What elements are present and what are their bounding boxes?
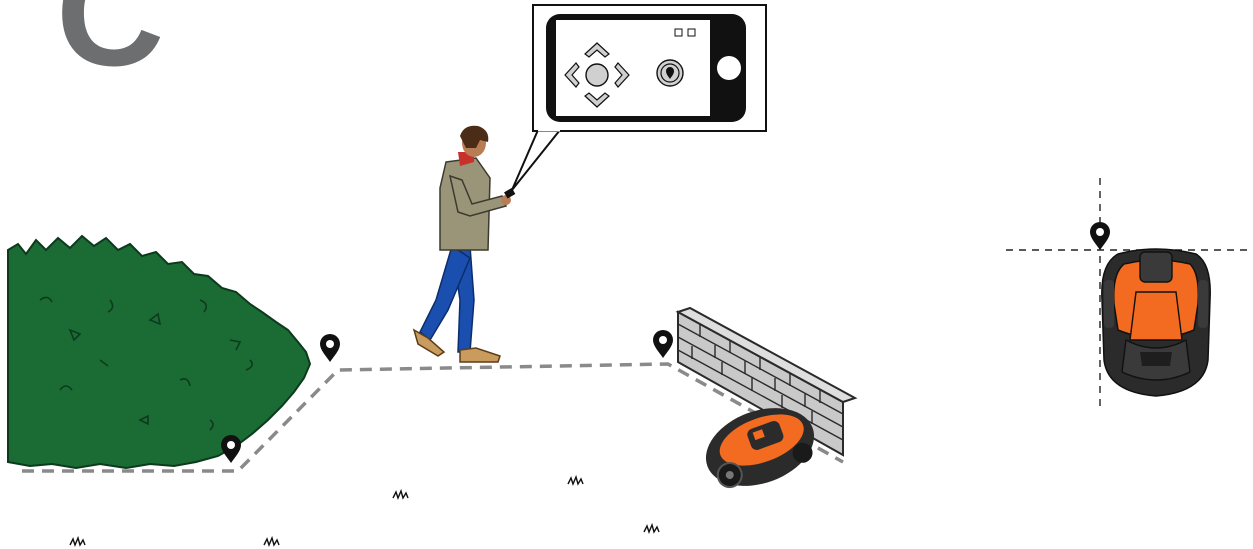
phone-callout	[511, 4, 767, 191]
down-arrow-icon	[584, 92, 610, 108]
section-letter: C	[56, 0, 165, 97]
hedge-body	[7, 234, 312, 470]
hedge	[7, 234, 312, 470]
center-button	[585, 63, 609, 87]
phone-home-button	[717, 56, 741, 80]
pin-button-icon	[656, 59, 684, 87]
person-with-phone	[412, 125, 516, 363]
up-arrow-icon	[584, 42, 610, 58]
hedge-leaf-marks	[39, 296, 254, 431]
grass-tufts	[69, 474, 660, 547]
robotic-mower	[705, 408, 815, 489]
mower-top-view	[1101, 248, 1211, 397]
d-pad	[564, 42, 630, 108]
location-pin-icon	[1090, 222, 1110, 250]
mode-squares-icon	[674, 28, 696, 37]
location-pin-icon	[221, 435, 241, 463]
crosshair-guides	[1006, 178, 1253, 410]
left-arrow-icon	[564, 62, 580, 88]
boundary-wire	[22, 362, 844, 473]
location-pin-icon	[653, 330, 673, 358]
location-pin-icon	[320, 334, 340, 362]
right-arrow-icon	[614, 62, 630, 88]
phone-screen	[556, 20, 710, 116]
